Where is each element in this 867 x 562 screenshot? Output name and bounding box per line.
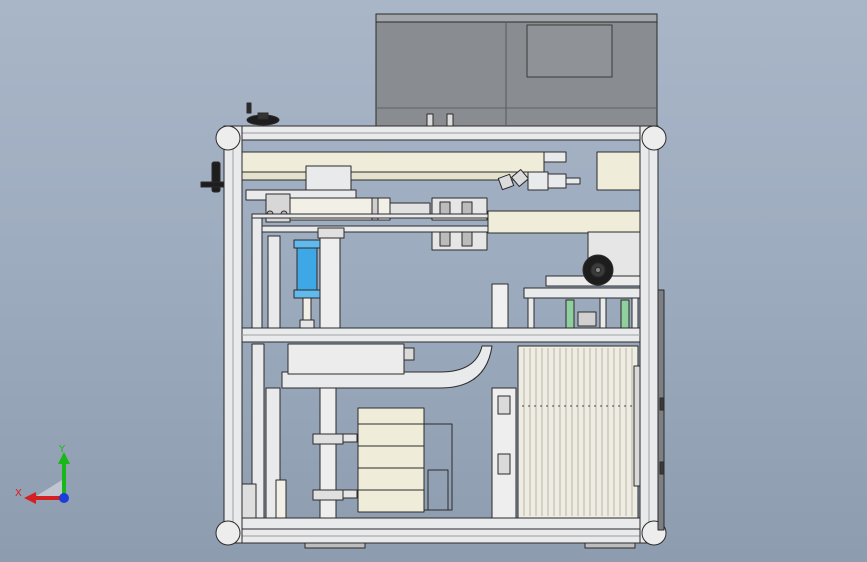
axis-triad: Y X	[15, 444, 70, 504]
top-cabinet	[375, 13, 658, 128]
blue-cylinder	[293, 239, 321, 329]
outer-frame	[215, 125, 667, 549]
right-side-panel	[657, 289, 665, 531]
y-axis-label: Y	[58, 444, 66, 455]
motor-wheel-icon	[582, 254, 614, 286]
stacking-magazine	[517, 345, 641, 519]
motor-assembly	[491, 231, 641, 329]
x-axis-label: X	[15, 488, 22, 499]
z-axis-plane	[30, 480, 62, 500]
lower-section	[241, 343, 641, 530]
upper-section	[241, 151, 641, 329]
top-handwheel-icon	[246, 102, 280, 126]
z-axis-dot	[59, 493, 69, 503]
side-handwheel-icon	[200, 161, 225, 193]
cabinet-window	[526, 24, 613, 78]
